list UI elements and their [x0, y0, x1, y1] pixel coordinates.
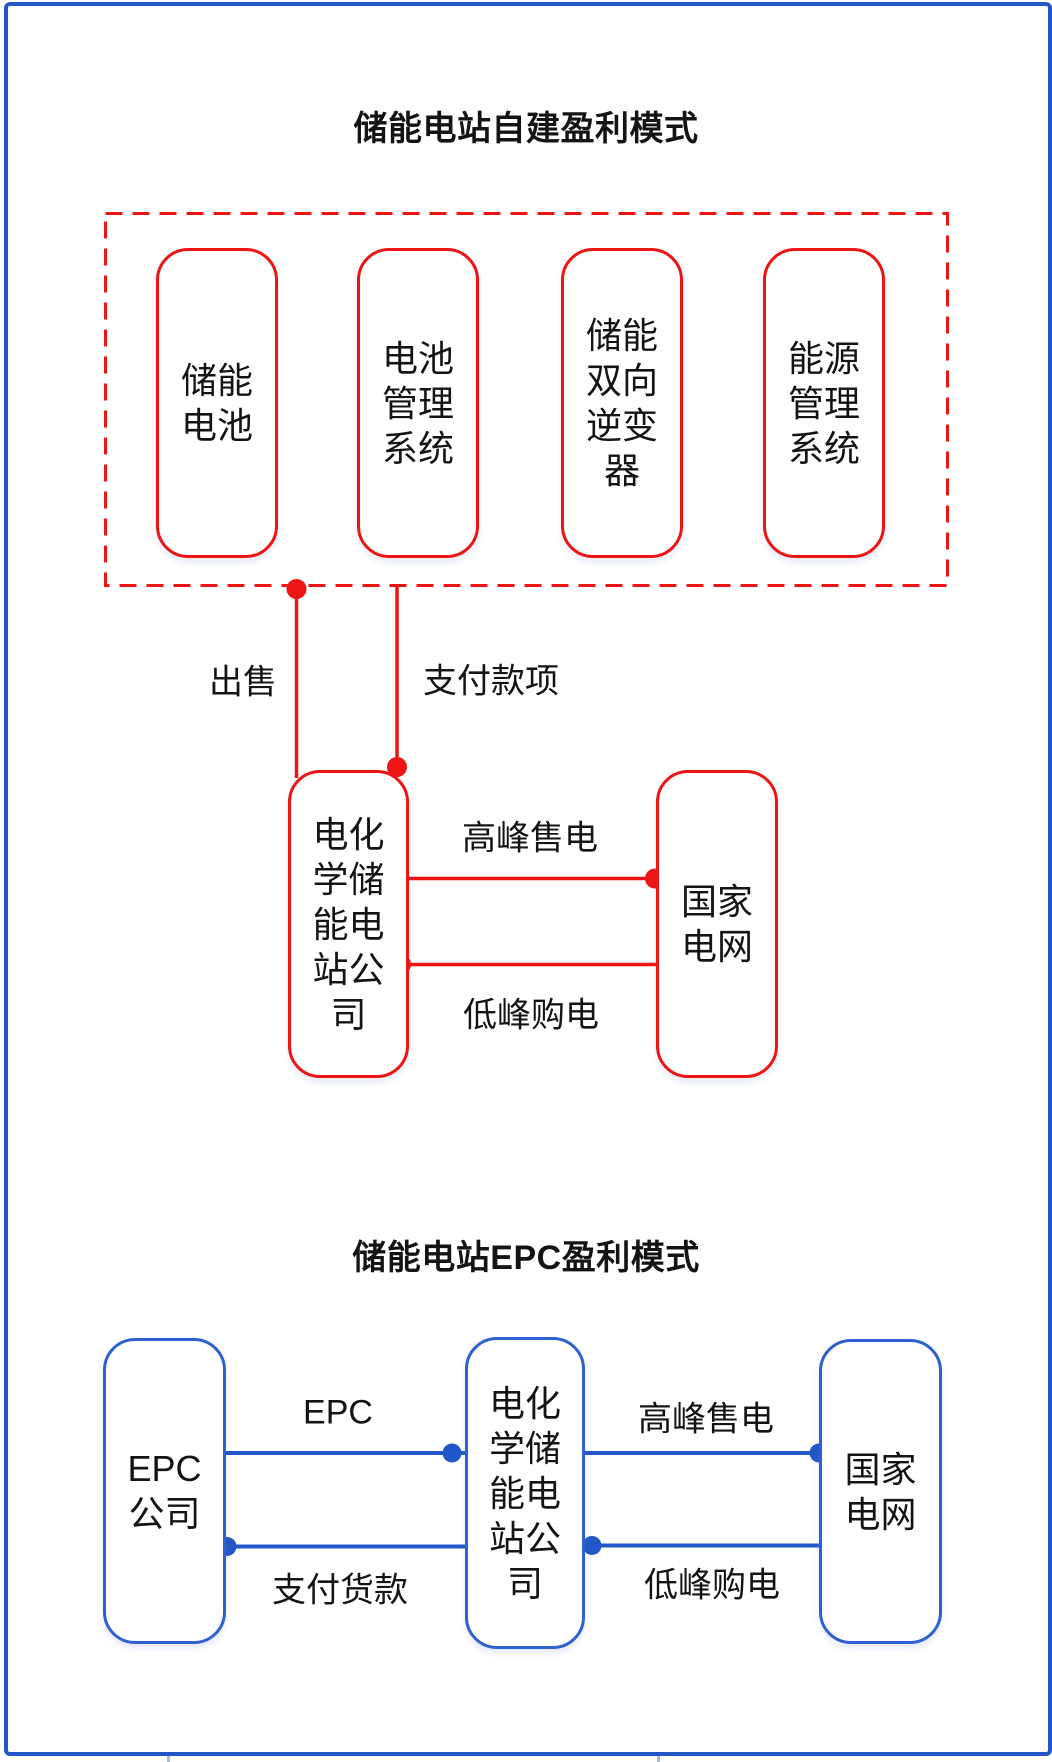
junction-dot-payment — [387, 757, 407, 777]
company-box-2: 电化 学储 能电 站公 司 — [465, 1337, 585, 1649]
company-box-1: 电化 学储 能电 站公 司 — [288, 770, 409, 1078]
edge-label-offpeak-buy-1: 低峰购电 — [463, 996, 599, 1035]
epc-company-box-label: EPC 公司 — [127, 1448, 202, 1534]
state-grid-box-2: 国家 电网 — [819, 1339, 942, 1644]
edge-label-sell: 出售 — [209, 663, 277, 702]
box-bidirectional-inverter-label: 储能 双向 逆变 器 — [585, 315, 658, 491]
edge-label-pay-goods: 支付货款 — [272, 1571, 408, 1610]
box-energy-management-system-label: 能源 管理 系统 — [787, 337, 860, 469]
epc-company-box: EPC 公司 — [103, 1338, 226, 1644]
junction-dot-offpeak-buy-2 — [582, 1536, 602, 1555]
box-energy-storage-battery: 储能 电池 — [156, 248, 278, 558]
company-box-1-label: 电化 学储 能电 站公 司 — [312, 813, 385, 1035]
junction-dot-sell — [286, 579, 307, 599]
edge-label-offpeak-buy-2: 低峰购电 — [644, 1566, 780, 1605]
table-divider-tick — [657, 1756, 660, 1762]
edge-label-peak-sell-1: 高峰售电 — [462, 819, 598, 858]
edge-label-epc: EPC — [303, 1393, 373, 1432]
junction-dot-epc — [442, 1443, 462, 1463]
box-battery-management-system-label: 电池 管理 系统 — [381, 337, 454, 469]
diagram2-title: 储能电站EPC盈利模式 — [352, 1239, 700, 1277]
box-energy-storage-battery-label: 储能 电池 — [180, 360, 253, 446]
state-grid-box-1: 国家 电网 — [656, 770, 778, 1078]
state-grid-box-1-label: 国家 电网 — [680, 881, 753, 967]
diagram1-title: 储能电站自建盈利模式 — [353, 110, 699, 148]
box-battery-management-system: 电池 管理 系统 — [357, 248, 479, 558]
box-energy-management-system: 能源 管理 系统 — [763, 248, 885, 558]
company-box-2-label: 电化 学储 能电 站公 司 — [488, 1382, 561, 1604]
box-bidirectional-inverter: 储能 双向 逆变 器 — [561, 248, 683, 558]
state-grid-box-2-label: 国家 电网 — [844, 1448, 917, 1535]
dashed-group-container — [104, 212, 949, 587]
edge-label-payment: 支付款项 — [423, 662, 559, 701]
table-divider-tick — [167, 1756, 170, 1762]
edge-label-peak-sell-2: 高峰售电 — [638, 1400, 774, 1439]
